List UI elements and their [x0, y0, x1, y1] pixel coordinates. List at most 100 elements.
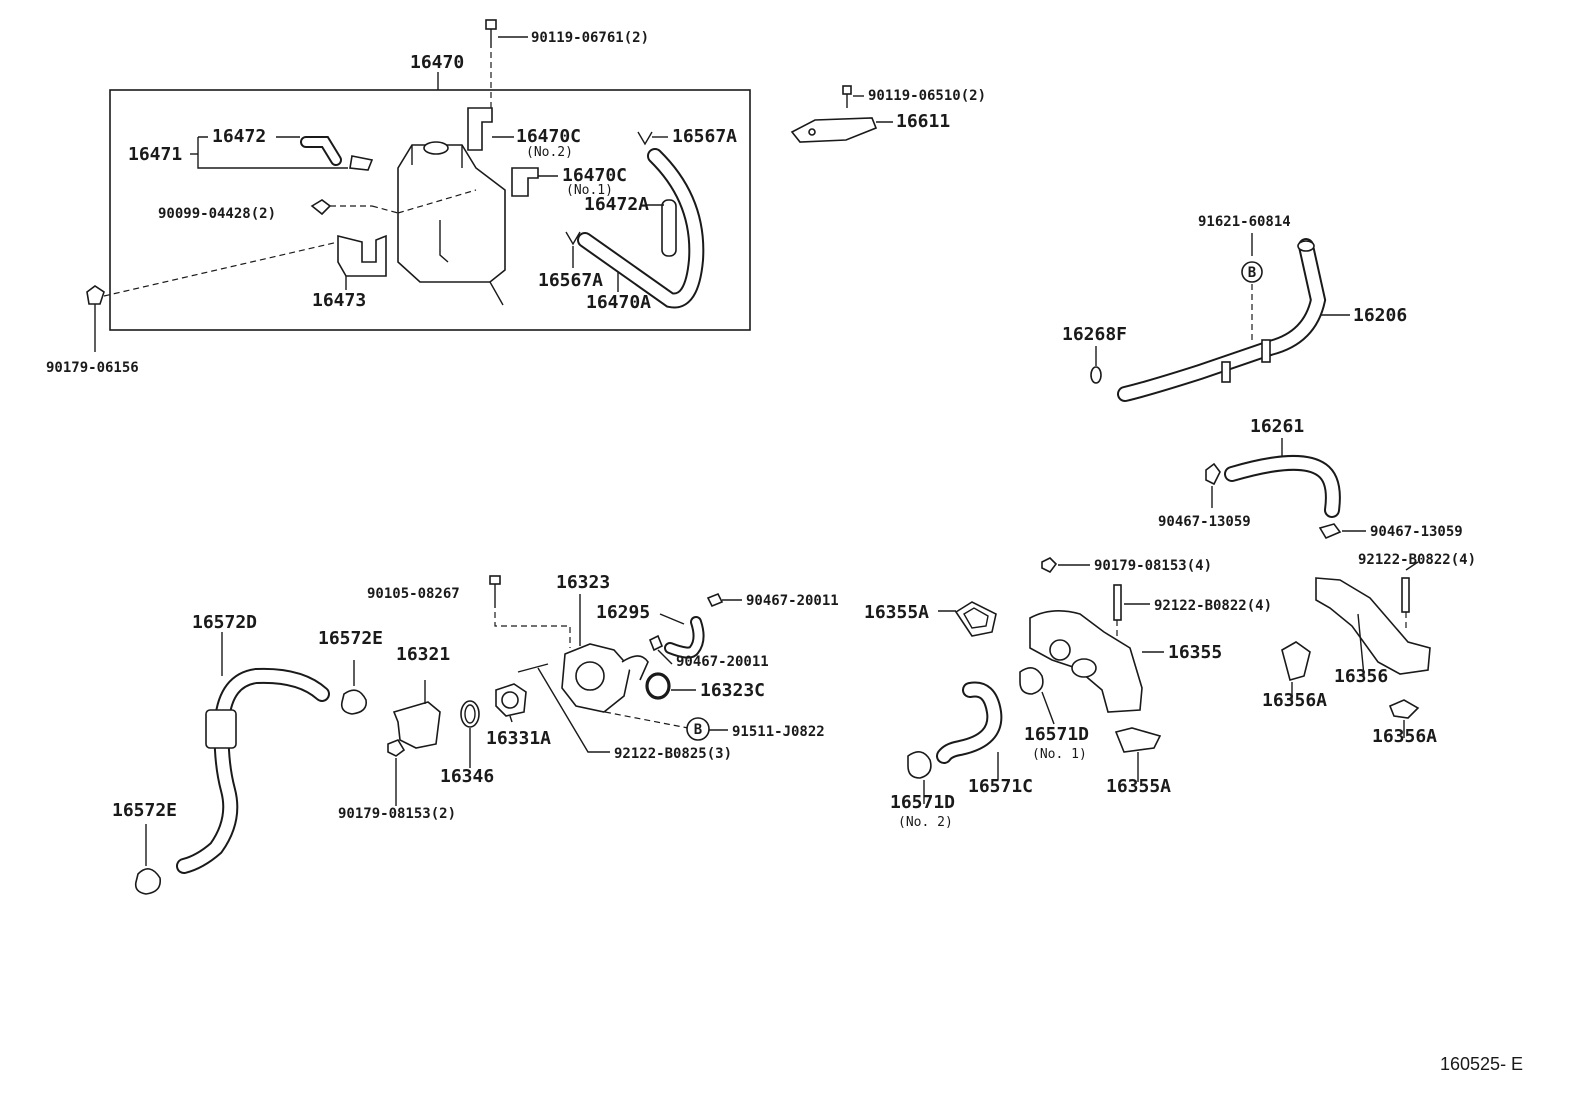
label-16323c: 16323C	[700, 680, 765, 701]
hose-16472	[300, 136, 374, 171]
label-90099-04428: 90099-04428(2)	[158, 206, 276, 222]
bracket-16473	[337, 234, 387, 290]
label-16470c-no2-note: (No.2)	[526, 145, 573, 160]
label-16346: 16346	[440, 766, 494, 787]
label-90119-06761: 90119-06761(2)	[531, 30, 649, 46]
label-90179-08153-4: 90179-08153(4)	[1094, 558, 1212, 574]
stud-92122-b0825	[517, 663, 610, 753]
label-90467-20011-a: 90467-20011	[746, 593, 839, 609]
bolt-90099-04428	[310, 189, 477, 216]
circle-marker-b-bottom: B	[694, 722, 702, 738]
label-90119-06510: 90119-06510(2)	[868, 88, 986, 104]
bolt-90105-08267	[489, 575, 571, 648]
label-16567a-bottom: 16567A	[538, 270, 603, 291]
label-16268f: 16268F	[1062, 324, 1127, 345]
bypass-pipe-16356	[1315, 577, 1431, 677]
label-16571c: 16571C	[968, 776, 1033, 797]
label-16572e-top: 16572E	[318, 628, 383, 649]
bracket-16470c-no2	[467, 107, 514, 151]
circle-marker-b-top: B	[1248, 265, 1256, 281]
label-91511-j0822: 91511-J0822	[732, 724, 825, 740]
hose-16295	[659, 613, 705, 659]
label-92122-b0822-a: 92122-B0822(4)	[1154, 598, 1272, 614]
clamp-16567a-bottom	[565, 231, 581, 268]
gasket-16355a-top	[938, 601, 997, 637]
gasket-16356a-a	[1281, 641, 1311, 702]
label-16473: 16473	[312, 290, 366, 311]
label-16472: 16472	[212, 126, 266, 147]
label-16206: 16206	[1353, 305, 1407, 326]
gasket-16356a-b	[1388, 699, 1420, 738]
label-16355a-top: 16355A	[864, 602, 929, 623]
nut-90179-08153-2	[387, 739, 406, 806]
nut-90179-08153-4	[1041, 557, 1090, 574]
grommet-90179-06156	[86, 285, 105, 352]
clamp-16572e-top	[340, 660, 368, 715]
label-16356: 16356	[1334, 666, 1388, 687]
bolt-90119-06761	[485, 19, 497, 108]
water-outlet-16323	[561, 643, 649, 713]
clamp-90467-13059-a	[1205, 462, 1221, 508]
bracket-16470c-no1	[511, 167, 558, 197]
clamp-16571d-no1	[1019, 667, 1055, 725]
label-16355a-bottom: 16355A	[1106, 776, 1171, 797]
label-16471: 16471	[128, 144, 182, 165]
label-16470c-no2: 16470C	[516, 126, 581, 147]
clamp-90467-20011-a	[706, 592, 742, 608]
label-16261: 16261	[1250, 416, 1304, 437]
plate-16611	[790, 117, 893, 143]
water-inlet-16321	[392, 680, 441, 749]
label-90179-06156: 90179-06156	[46, 360, 139, 376]
stud-92122-b0822-b	[1401, 561, 1419, 630]
label-90467-13059-a: 90467-13059	[1158, 514, 1251, 530]
water-pipe-16206	[1117, 238, 1327, 402]
gasket-16346	[460, 700, 480, 768]
hose-16571c	[936, 681, 1003, 764]
label-16321: 16321	[396, 644, 450, 665]
label-16611: 16611	[896, 111, 950, 132]
label-16572d: 16572D	[192, 612, 257, 633]
label-16571d-no1-note: (No. 1)	[1032, 747, 1087, 762]
label-90179-08153-2: 90179-08153(2)	[338, 806, 456, 822]
label-16323: 16323	[556, 572, 610, 593]
reservoir-assembly-frame	[109, 89, 751, 331]
label-16472a: 16472A	[584, 194, 649, 215]
clamp-16567a-top	[637, 131, 668, 146]
hose-16572d	[176, 667, 330, 874]
reservoir-tank	[397, 141, 506, 306]
label-90467-13059-b: 90467-13059	[1370, 524, 1463, 540]
label-16571d-no1: 16571D	[1024, 724, 1089, 745]
label-16470c-no1: 16470C	[562, 165, 627, 186]
oring-16323c	[645, 672, 696, 700]
label-16567a-top: 16567A	[672, 126, 737, 147]
clamp-16571d-no2	[907, 751, 932, 804]
label-16331a: 16331A	[486, 728, 551, 749]
label-16356a-b: 16356A	[1372, 726, 1437, 747]
label-90467-20011-b: 90467-20011	[676, 654, 769, 670]
label-16571d-no2: 16571D	[890, 792, 955, 813]
diagram-code: 160525- E	[1440, 1054, 1523, 1074]
label-16470: 16470	[410, 52, 464, 73]
clamp-90467-13059-b	[1318, 523, 1366, 540]
thermostat-16331a	[495, 683, 527, 723]
gasket-16355a-bottom	[1114, 727, 1162, 782]
label-16571d-no2-note: (No. 2)	[898, 815, 953, 830]
stud-92122-b0822-a	[1113, 584, 1150, 636]
label-16295: 16295	[596, 602, 650, 623]
hose-16261	[1224, 454, 1341, 518]
label-16470c-no1-note: (No.1)	[566, 183, 613, 198]
label-16470a: 16470A	[586, 292, 651, 313]
clamp-16572e-bottom	[134, 824, 162, 895]
label-16356a-a: 16356A	[1262, 690, 1327, 711]
label-16572e-bottom: 16572E	[112, 800, 177, 821]
label-91621-60814: 91621-60814	[1198, 214, 1291, 230]
hose-16470a	[577, 148, 705, 309]
label-92122-b0825: 92122-B0825(3)	[614, 746, 732, 762]
bolt-90119-06510	[842, 85, 864, 108]
water-inlet-16355	[1029, 610, 1164, 713]
label-92122-b0822-b: 92122-B0822(4)	[1358, 552, 1476, 568]
clamp-90467-20011-b	[648, 634, 673, 665]
label-90105-08267: 90105-08267	[367, 586, 460, 602]
